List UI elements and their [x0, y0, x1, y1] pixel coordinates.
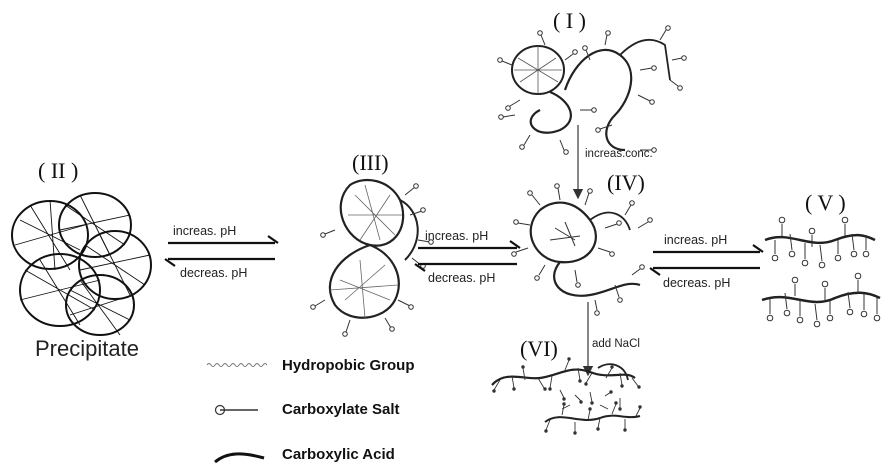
precipitate-cluster	[11, 192, 152, 336]
label-state-iv: (IV)	[607, 170, 645, 195]
label-state-iii: (III)	[352, 150, 389, 175]
label-ii-iii-decrease: decreas. pH	[180, 266, 248, 280]
ball-stick-icon	[214, 404, 258, 416]
label-state-v: ( V )	[805, 190, 846, 215]
structure-iii	[310, 178, 434, 337]
wavy-line-icon	[206, 363, 267, 367]
label-iii-iv-increase: increas. pH	[425, 229, 489, 243]
equilibrium-arrow-ii-iii	[164, 235, 279, 267]
structure-vi	[491, 357, 642, 435]
structure-iv	[511, 183, 653, 316]
equilibrium-arrow-iv-v	[649, 244, 764, 276]
legend-label-carboxylate: Carboxylate Salt	[282, 401, 400, 418]
label-state-ii: ( II )	[38, 158, 79, 183]
thick-curve-icon	[214, 452, 265, 464]
equilibrium-arrow-iii-iv	[414, 240, 521, 272]
structure-v	[761, 216, 881, 328]
label-iv-v-increase: increas. pH	[664, 233, 728, 247]
label-ii-iii-increase: increas. pH	[173, 224, 237, 238]
legend-label-carboxylic: Carboxylic Acid	[282, 446, 395, 463]
label-iii-iv-decrease: decreas. pH	[428, 271, 496, 285]
structure-i	[497, 25, 687, 155]
label-add-nacl: add NaCl	[592, 338, 640, 350]
label-state-i: ( I )	[553, 8, 586, 33]
legend-label-hydrophobic: Hydropobic Group	[282, 357, 415, 374]
label-state-vi: (VI)	[520, 336, 558, 361]
precipitate-label: Precipitate	[35, 336, 139, 361]
label-iv-v-decrease: decreas. pH	[663, 276, 731, 290]
label-increase-concentration: increas.conc.	[585, 148, 653, 160]
